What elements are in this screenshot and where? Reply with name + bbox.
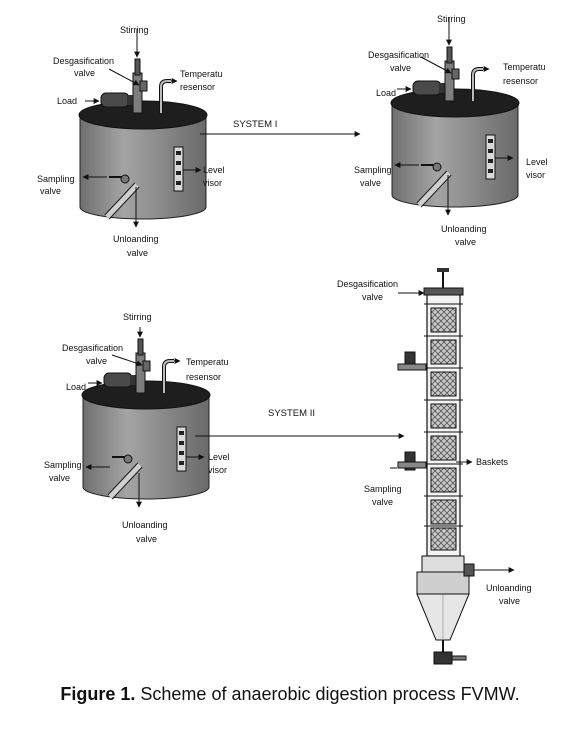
label-level-2-line1: Level [526, 157, 548, 167]
label-sampling-3-line1: Sampling [44, 460, 82, 470]
label-level-line2: visor [203, 178, 222, 188]
label-degas-3-line2: valve [86, 356, 107, 366]
label-sampling-line2: valve [40, 186, 61, 196]
column-label-unloading-line1: Unloanding [486, 583, 532, 593]
label-stirring-3: Stirring [123, 312, 152, 322]
reactor-tank-3 [82, 327, 210, 508]
anaerobic-digestion-diagram: Stirring Desgasification valve Temperatu… [37, 14, 548, 665]
label-degas-2-line2: valve [390, 63, 411, 73]
label-level-line1: Level [203, 165, 225, 175]
label-sampling-2-line1: Sampling [354, 165, 392, 175]
label-load-3: Load [66, 382, 86, 392]
column-label-baskets: Baskets [476, 457, 509, 467]
degas-arrow [108, 68, 140, 86]
figure-caption-text: Scheme of anaerobic digestion process FV… [135, 684, 520, 704]
label-temp-line2: resensor [180, 82, 215, 92]
label-load: Load [57, 96, 77, 106]
label-sampling-line1: Sampling [37, 174, 75, 184]
label-sampling-2-line2: valve [360, 178, 381, 188]
label-degas-2-line1: Desgasification [368, 50, 429, 60]
label-load-2: Load [376, 88, 396, 98]
reactor-tank-2 [391, 17, 519, 216]
label-unloading-line1: Unloanding [113, 234, 159, 244]
figure-caption: Figure 1. Scheme of anaerobic digestion … [0, 684, 580, 705]
column-label-unloading-line2: valve [499, 596, 520, 606]
system-2-label: SYSTEM II [268, 408, 315, 419]
label-level-3-line2: visor [208, 465, 227, 475]
label-unloading-line2: valve [127, 248, 148, 258]
label-temp-2-line1: Temperatu [503, 62, 546, 72]
label-unloading-2-line1: Unloanding [441, 224, 487, 234]
label-unloading-3-line1: Unloanding [122, 520, 168, 530]
label-degas-line2: valve [74, 68, 95, 78]
basket-column [397, 268, 475, 665]
label-unloading-2-line2: valve [455, 237, 476, 247]
label-degas-3-line1: Desgasification [62, 343, 123, 353]
label-temp-2-line2: resensor [503, 76, 538, 86]
column-label-sampling-line2: valve [372, 497, 393, 507]
system-1-label: SYSTEM I [233, 119, 277, 130]
label-temp-3-line2: resensor [186, 372, 221, 382]
basket-stack [430, 307, 457, 551]
label-level-3-line1: Level [208, 452, 230, 462]
label-level-2-line2: visor [526, 170, 545, 180]
label-stirring: Stirring [120, 25, 149, 35]
reactor-tank-1 [79, 29, 207, 228]
label-temp-line1: Temperatu [180, 69, 223, 79]
column-label-degas-line1: Desgasification [337, 279, 398, 289]
figure-caption-label: Figure 1. [60, 684, 136, 704]
label-temp-3-line1: Temperatu [186, 357, 229, 367]
label-degas-line1: Desgasification [53, 56, 114, 66]
label-stirring-2: Stirring [437, 14, 466, 24]
label-unloading-3-line2: valve [136, 534, 157, 544]
column-label-sampling-line1: Sampling [364, 484, 402, 494]
column-label-degas-line2: valve [362, 292, 383, 302]
label-sampling-3-line2: valve [49, 473, 70, 483]
